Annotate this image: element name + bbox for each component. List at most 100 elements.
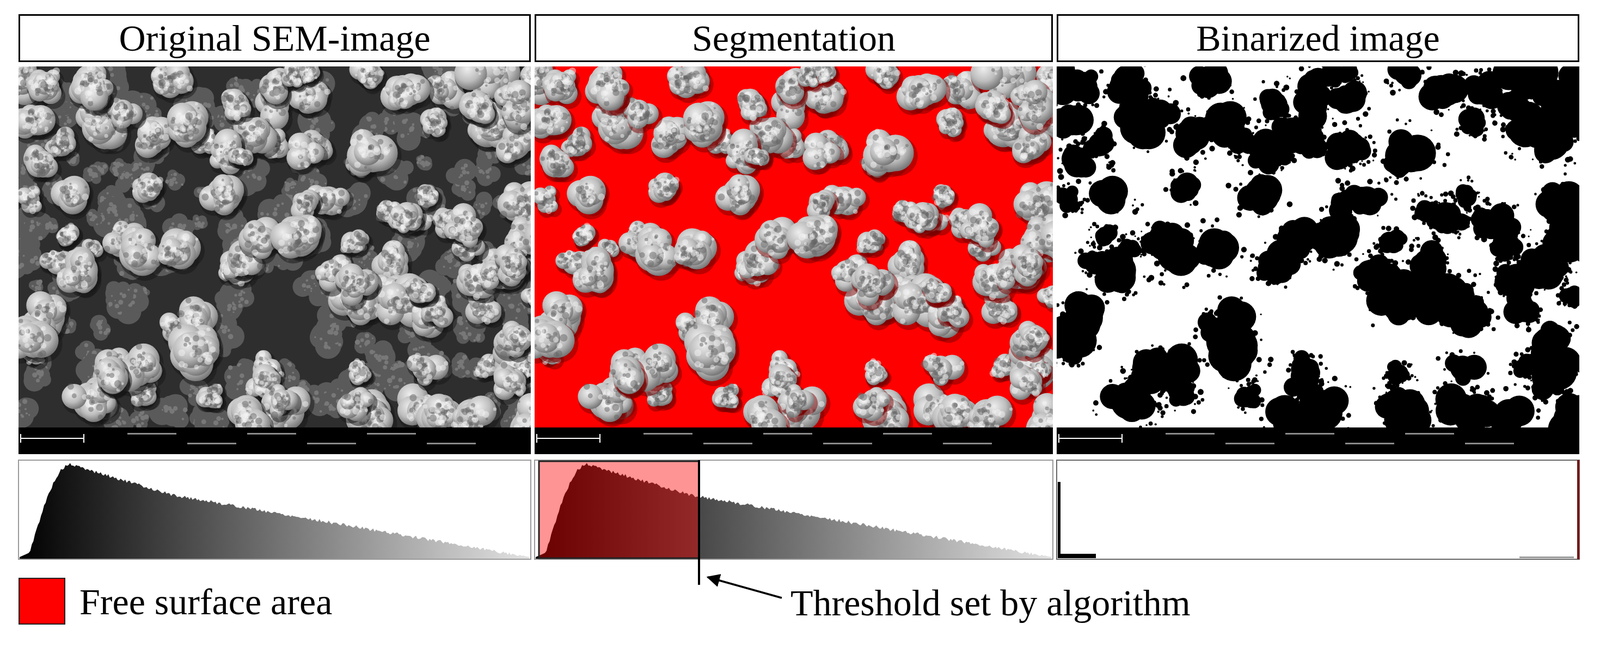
deep-speck <box>131 177 134 180</box>
deep-speck <box>84 342 89 347</box>
deep-speck <box>253 94 256 97</box>
deep-speck <box>181 417 185 421</box>
deep-speck <box>314 336 316 339</box>
deep-speck <box>250 98 254 102</box>
deep-speck <box>314 390 319 395</box>
deep-speck <box>234 293 237 297</box>
deep-speck <box>480 205 483 208</box>
deep-speck <box>170 174 173 176</box>
deep-speck <box>173 172 177 177</box>
panel-content <box>0 47 569 458</box>
deep-speck <box>98 324 102 328</box>
deep-speck <box>379 176 385 182</box>
deep-speck <box>144 105 150 110</box>
deep-speck <box>31 284 34 287</box>
deep-speck <box>198 189 201 193</box>
deep-speck <box>232 311 235 314</box>
deep-speck <box>192 391 195 395</box>
image-panels <box>0 35 1600 458</box>
deep-speck <box>277 264 280 267</box>
deep-speck <box>195 222 199 226</box>
deep-speck <box>141 102 146 107</box>
deep-speck <box>98 320 103 325</box>
deep-speck <box>237 293 240 296</box>
deep-speck <box>314 397 320 403</box>
sem-panel <box>0 47 569 458</box>
deep-speck <box>127 173 131 176</box>
deep-speck <box>240 292 242 295</box>
deep-speck <box>467 186 469 188</box>
deep-speck <box>195 225 198 228</box>
deep-speck <box>225 222 231 228</box>
deep-speck <box>492 397 495 400</box>
deep-speck <box>28 228 33 232</box>
deep-speck <box>529 283 535 289</box>
deep-speck <box>460 186 465 192</box>
deep-speck <box>481 211 486 216</box>
deep-speck <box>173 176 176 180</box>
deep-speck <box>35 280 41 286</box>
deep-speck <box>29 224 35 230</box>
deep-speck <box>164 407 169 411</box>
deep-speck <box>150 96 154 100</box>
deep-speck <box>475 203 478 206</box>
deep-speck <box>182 407 188 413</box>
deep-speck <box>140 95 144 98</box>
deep-speck <box>188 393 193 398</box>
deep-speck <box>231 223 237 229</box>
deep-speck <box>165 179 170 184</box>
deep-speck <box>443 265 446 268</box>
deep-speck <box>319 409 323 413</box>
deep-speck <box>319 337 323 341</box>
deep-speck <box>30 219 35 224</box>
deep-speck <box>376 382 380 387</box>
deep-speck <box>324 343 327 346</box>
deep-speck <box>485 201 488 205</box>
deep-speck <box>180 183 183 186</box>
deep-speck <box>532 373 535 376</box>
deep-speck <box>327 346 331 349</box>
deep-speck <box>161 408 164 411</box>
deep-speck <box>240 290 244 293</box>
deep-speck <box>489 393 493 396</box>
deep-speck <box>174 181 178 185</box>
deep-speck <box>244 299 249 305</box>
deep-speck <box>38 236 43 241</box>
deep-speck <box>227 303 233 309</box>
deep-speck <box>106 192 109 195</box>
deep-speck <box>103 330 108 336</box>
deep-speck <box>338 342 342 347</box>
deep-speck <box>173 406 179 412</box>
deep-speck <box>403 180 407 185</box>
deep-speck <box>195 217 199 221</box>
deep-speck <box>34 289 38 292</box>
deep-speck <box>238 300 242 304</box>
deep-speck <box>530 284 535 288</box>
deep-speck <box>171 409 174 413</box>
deep-speck <box>121 172 126 177</box>
deep-speck <box>38 222 41 225</box>
deep-speck <box>201 221 205 225</box>
deep-speck <box>39 286 42 289</box>
deep-speck <box>393 175 398 180</box>
deep-speck <box>225 229 229 232</box>
deep-speck <box>167 406 172 411</box>
deep-speck <box>189 388 192 391</box>
deep-speck <box>107 222 111 225</box>
deep-speck <box>133 288 138 293</box>
deep-speck <box>185 99 188 102</box>
deep-speck <box>240 297 244 302</box>
deep-speck <box>240 224 244 228</box>
deep-speck <box>70 325 73 328</box>
deep-speck <box>468 191 471 194</box>
deep-speck <box>52 286 56 290</box>
deep-speck <box>237 303 243 308</box>
deep-speck <box>449 266 452 269</box>
deep-speck <box>199 224 204 229</box>
deep-speck <box>231 305 237 311</box>
deep-speck <box>99 330 103 335</box>
deep-speck <box>35 221 39 224</box>
deep-speck <box>69 321 74 326</box>
